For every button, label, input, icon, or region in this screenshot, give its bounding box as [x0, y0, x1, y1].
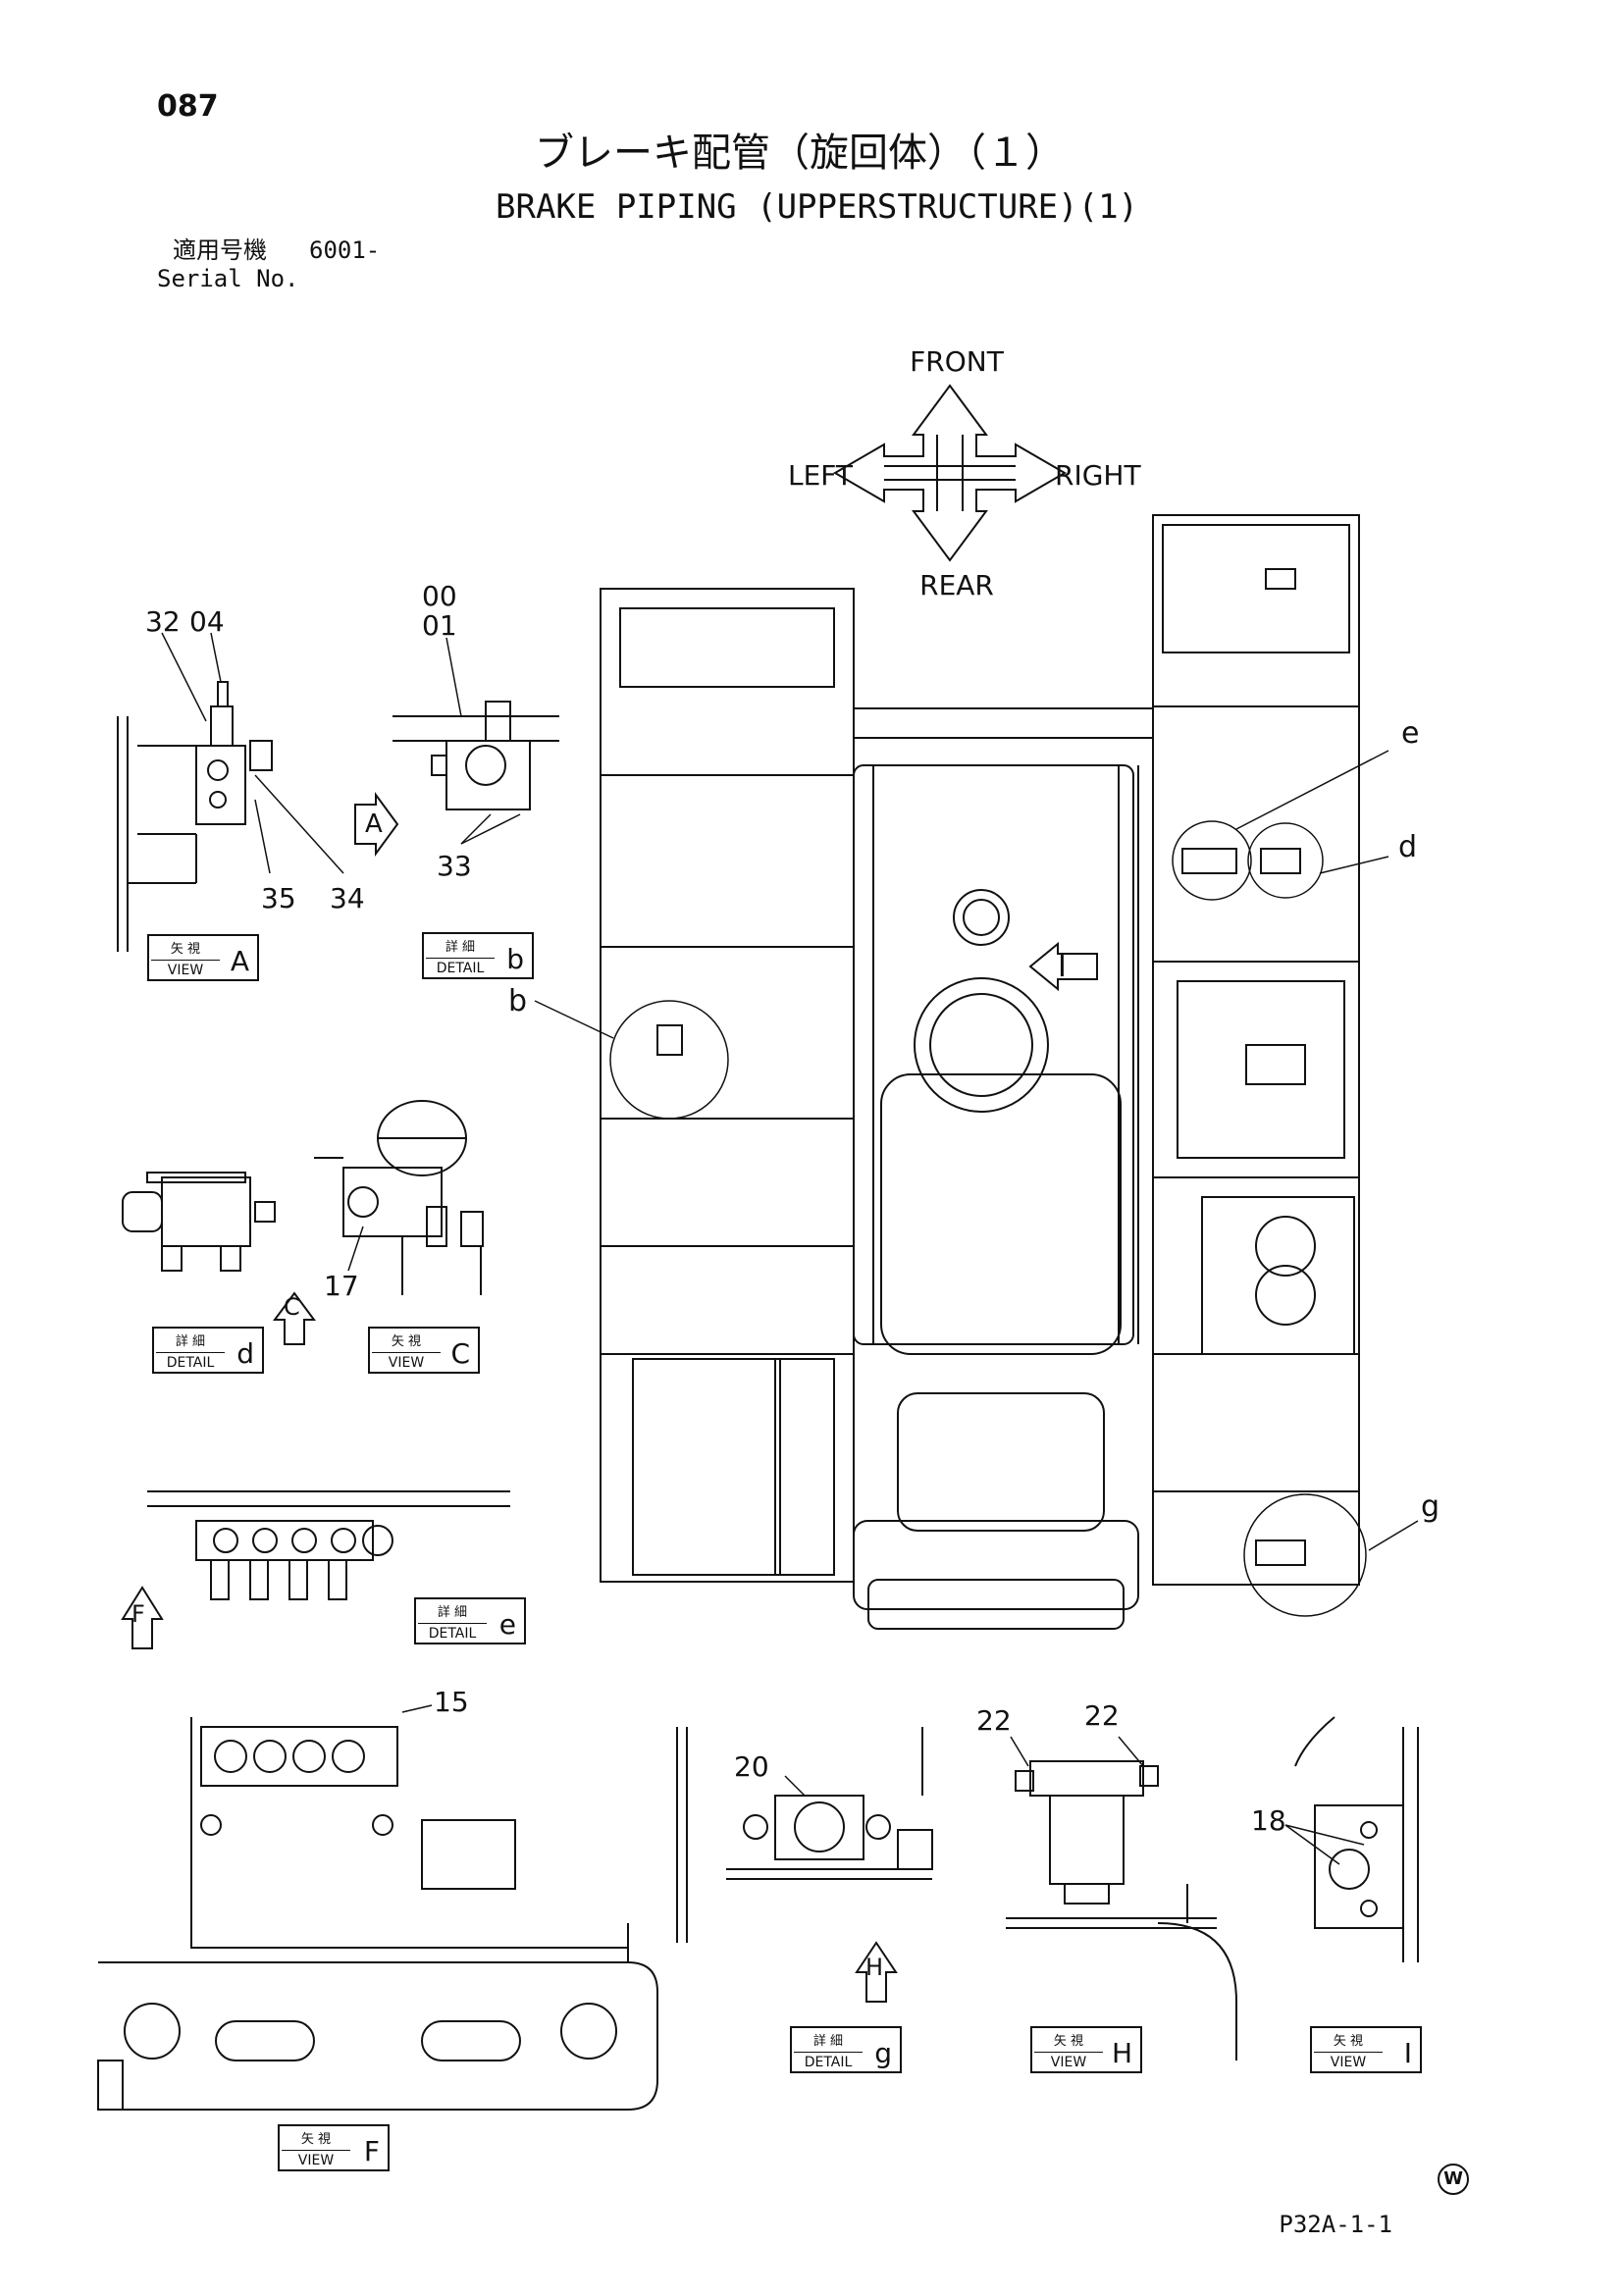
view-f-label-jp: 矢 視	[300, 2132, 332, 2147]
detail-e-drawing	[121, 1490, 510, 1649]
part-22-left: 22	[976, 1704, 1012, 1737]
callout-leaders	[534, 750, 1419, 1551]
detail-g-drawing	[726, 1727, 933, 2003]
callout-arrow-f: F	[131, 1600, 145, 1628]
direction-compass: FRONT REAR LEFT RIGHT	[788, 345, 1141, 601]
detail-g-label-jp: 詳 細	[812, 2034, 844, 2049]
view-h-drawing	[1006, 1736, 1237, 2061]
serial-label-japanese: 適用号機	[173, 236, 267, 264]
callout-b: b	[508, 984, 527, 1018]
detail-g-label-letter: g	[874, 2037, 892, 2069]
callout-arrow-a: A	[365, 809, 383, 839]
manufacturer-mark: W	[1438, 2164, 1469, 2195]
view-h-label: 矢 視 VIEW H	[1030, 2026, 1142, 2073]
view-a-label-en: VIEW	[151, 960, 220, 978]
view-a-label-jp: 矢 視	[170, 942, 201, 957]
detail-b-label-en: DETAIL	[426, 958, 495, 976]
view-i-label-letter: I	[1403, 2037, 1412, 2069]
detail-g-label-en: DETAIL	[794, 2052, 863, 2070]
detail-e-label-letter: e	[498, 1608, 516, 1641]
compass-front-label: FRONT	[910, 345, 1005, 378]
view-c-drawing	[314, 1100, 484, 1295]
detail-b-label-letter: b	[506, 943, 524, 975]
part-00: 00	[422, 580, 457, 612]
view-f-drawing	[97, 1704, 688, 2111]
compass-left-label: LEFT	[788, 459, 854, 492]
callout-arrow-h: H	[865, 1954, 883, 1981]
view-f-label-letter: F	[363, 2135, 380, 2167]
detail-d-label: 詳 細 DETAIL d	[152, 1327, 264, 1374]
callout-d: d	[1398, 830, 1417, 864]
page-title-english: BRAKE PIPING (UPPERSTRUCTURE)(1)	[496, 187, 1139, 227]
part-33: 33	[437, 850, 472, 882]
upperstructure-frame	[600, 514, 1367, 1630]
detail-e-label-jp: 詳 細	[437, 1605, 468, 1620]
detail-b-drawing	[354, 637, 559, 858]
view-h-label-letter: H	[1111, 2037, 1132, 2069]
part-01: 01	[422, 609, 457, 642]
part-34: 34	[330, 882, 365, 914]
view-c-label-jp: 矢 視	[391, 1334, 422, 1349]
detail-g-label: 詳 細 DETAIL g	[790, 2026, 902, 2073]
page-title-japanese: ブレーキ配管（旋回体）（１）	[535, 130, 1065, 176]
view-a-label: 矢 視 VIEW A	[147, 934, 259, 981]
callout-arrow-i: I	[1058, 950, 1067, 984]
view-c-label-letter: C	[450, 1337, 470, 1370]
view-h-label-en: VIEW	[1034, 2052, 1103, 2070]
serial-value: 6001-	[309, 236, 381, 264]
compass-right-label: RIGHT	[1055, 459, 1141, 492]
view-i-label-jp: 矢 視	[1333, 2034, 1364, 2049]
callout-e: e	[1401, 716, 1419, 751]
detail-e-label: 詳 細 DETAIL e	[414, 1597, 526, 1644]
view-a-drawing	[117, 632, 344, 952]
view-a-label-letter: A	[230, 945, 249, 977]
part-18: 18	[1251, 1804, 1286, 1837]
detail-d-drawing	[122, 1172, 316, 1345]
part-32: 32	[145, 605, 181, 638]
detail-d-label-letter: d	[236, 1337, 254, 1370]
view-c-label-en: VIEW	[372, 1352, 441, 1371]
detail-d-label-en: DETAIL	[156, 1352, 225, 1371]
view-f-label-en: VIEW	[282, 2150, 350, 2168]
view-h-label-jp: 矢 視	[1053, 2034, 1084, 2049]
detail-b-label-jp: 詳 細	[445, 940, 476, 955]
compass-rear-label: REAR	[919, 569, 994, 601]
page-number: 087	[157, 89, 219, 124]
detail-d-label-jp: 詳 細	[175, 1334, 206, 1349]
view-f-label: 矢 視 VIEW F	[278, 2124, 390, 2171]
detail-e-label-en: DETAIL	[418, 1623, 487, 1642]
part-20: 20	[734, 1750, 769, 1783]
part-04: 04	[189, 605, 225, 638]
part-22-right: 22	[1084, 1699, 1120, 1732]
view-i-label: 矢 視 VIEW I	[1310, 2026, 1422, 2073]
part-35: 35	[261, 882, 296, 914]
view-i-label-en: VIEW	[1314, 2052, 1383, 2070]
part-17: 17	[324, 1270, 359, 1302]
callout-g: g	[1421, 1489, 1440, 1524]
detail-b-label: 詳 細 DETAIL b	[422, 932, 534, 979]
part-15: 15	[434, 1686, 469, 1718]
drawing-reference: P32A-1-1	[1279, 2211, 1392, 2238]
serial-label-english: Serial No.	[157, 265, 299, 292]
view-i-drawing	[1284, 1716, 1419, 1962]
callout-arrow-c: C	[284, 1293, 300, 1321]
view-c-label: 矢 視 VIEW C	[368, 1327, 480, 1374]
